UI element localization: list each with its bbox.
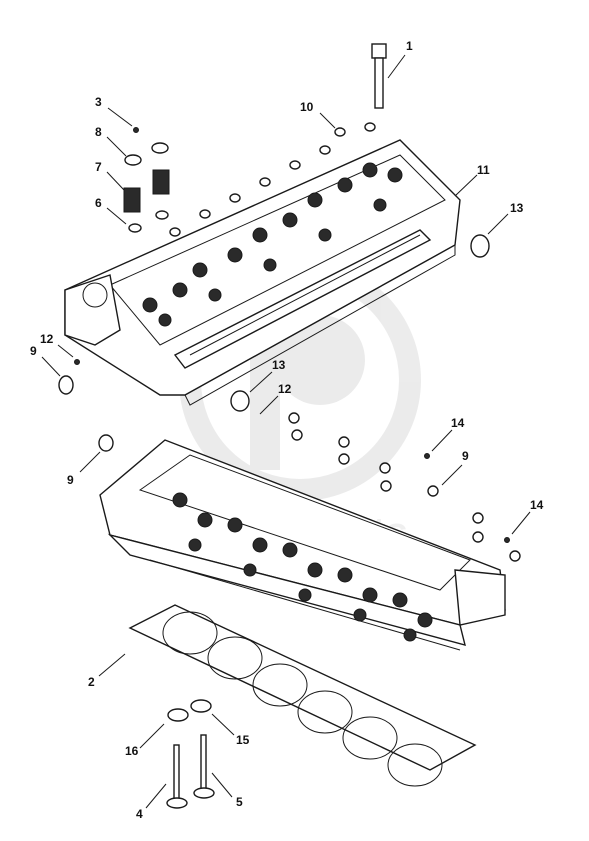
callout-8: 8 bbox=[95, 125, 127, 157]
svg-text:9: 9 bbox=[67, 473, 74, 487]
svg-text:12: 12 bbox=[40, 332, 54, 346]
svg-text:13: 13 bbox=[510, 201, 524, 215]
callout-14b: 14 bbox=[511, 498, 544, 535]
callout-12a: 12 bbox=[40, 332, 74, 358]
seal-rings-lower bbox=[288, 412, 521, 562]
cylinder-head-upper bbox=[64, 139, 461, 406]
callout-2: 2 bbox=[88, 653, 126, 689]
callout-13b: 13 bbox=[249, 358, 286, 393]
svg-text:11: 11 bbox=[477, 163, 490, 177]
svg-text:4: 4 bbox=[136, 807, 143, 821]
head-bolt bbox=[371, 43, 387, 109]
svg-text:13: 13 bbox=[272, 358, 286, 372]
upper-valve-bores bbox=[142, 162, 403, 327]
callout-3: 3 bbox=[95, 95, 133, 127]
svg-text:15: 15 bbox=[236, 733, 250, 747]
svg-text:2: 2 bbox=[88, 675, 95, 689]
svg-text:6: 6 bbox=[95, 196, 102, 210]
svg-text:9: 9 bbox=[462, 449, 469, 463]
svg-text:3: 3 bbox=[95, 95, 102, 109]
svg-text:7: 7 bbox=[95, 160, 102, 174]
plug-12 bbox=[74, 359, 80, 365]
svg-text:1: 1 bbox=[406, 39, 413, 53]
cylinder-head-lower bbox=[99, 439, 506, 651]
callout-12b: 12 bbox=[259, 382, 292, 415]
callout-5: 5 bbox=[211, 772, 243, 809]
svg-text:14: 14 bbox=[530, 498, 544, 512]
svg-text:16: 16 bbox=[125, 744, 139, 758]
svg-text:10: 10 bbox=[300, 100, 314, 114]
svg-text:5: 5 bbox=[236, 795, 243, 809]
seal-ring-9-left bbox=[58, 375, 74, 395]
svg-text:12: 12 bbox=[278, 382, 292, 396]
callout-1: 1 bbox=[387, 39, 413, 79]
callout-9b: 9 bbox=[67, 451, 101, 487]
valve-spring-stack bbox=[123, 127, 170, 233]
callout-6: 6 bbox=[95, 196, 127, 225]
valves bbox=[166, 699, 215, 809]
svg-text:8: 8 bbox=[95, 125, 102, 139]
seal-ring-13-upper bbox=[470, 234, 490, 258]
callout-9a: 9 bbox=[30, 344, 61, 377]
svg-text:14: 14 bbox=[451, 416, 465, 430]
seal-ring-9-lower-left bbox=[98, 434, 114, 452]
seal-ring-13-middle bbox=[230, 390, 250, 412]
svg-text:9: 9 bbox=[30, 344, 37, 358]
callout-9c: 9 bbox=[441, 449, 469, 486]
callouts: 1 2 3 4 5 6 7 8 bbox=[30, 39, 544, 821]
callout-10: 10 bbox=[300, 100, 336, 129]
callout-15: 15 bbox=[211, 713, 250, 747]
callout-11: 11 bbox=[454, 163, 490, 197]
seal-rings-top bbox=[169, 122, 376, 237]
callout-16: 16 bbox=[125, 723, 165, 758]
callout-4: 4 bbox=[136, 783, 167, 821]
callout-13a: 13 bbox=[487, 201, 524, 235]
callout-7: 7 bbox=[95, 160, 125, 191]
callout-14a: 14 bbox=[431, 416, 465, 452]
head-gasket bbox=[128, 604, 477, 787]
lower-ports bbox=[172, 492, 433, 642]
